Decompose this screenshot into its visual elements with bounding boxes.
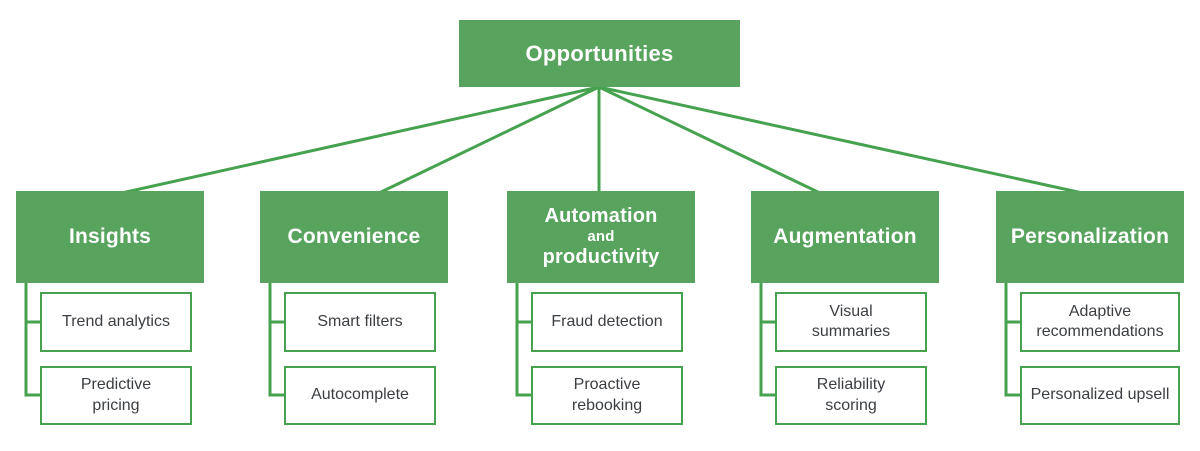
category-label: Personalization: [1010, 224, 1170, 248]
child-node-autocomplete: Autocomplete: [284, 366, 436, 425]
child-node-fraud-detection: Fraud detection: [531, 292, 683, 352]
child-node-label: Personalized upsell: [1030, 386, 1170, 404]
connector-augmentation: [759, 281, 775, 397]
child-node-label: Predictive pricing: [80, 376, 152, 414]
child-node-predictive-pricing: Predictive pricing: [40, 366, 192, 425]
connector-convenience: [268, 281, 284, 397]
child-node-personalized-upsell: Personalized upsell: [1020, 366, 1180, 425]
root-node-opportunities: Opportunities: [459, 20, 740, 87]
child-node-label: Smart filters: [317, 312, 403, 330]
category-label: Insights: [68, 224, 152, 248]
child-node-label: Trend analytics: [62, 312, 170, 330]
child-node-proactive-rebooking: Proactive rebooking: [531, 366, 683, 425]
child-node-label: Proactive rebooking: [571, 376, 643, 414]
category-node-augmentation: Augmentation: [751, 191, 939, 283]
category-node-personalization: Personalization: [996, 191, 1184, 283]
category-label: Augmentation: [773, 224, 917, 248]
category-label: Convenience: [287, 224, 421, 248]
connector-automation: [515, 281, 531, 397]
child-node-label: Autocomplete: [311, 386, 409, 404]
root-node-label: Opportunities: [525, 40, 674, 66]
category-label-line: productivity: [542, 245, 660, 268]
child-node-label: Visual summaries: [811, 302, 891, 340]
child-node-reliability-scoring: Reliability scoring: [775, 366, 927, 425]
child-node-label: Reliability scoring: [816, 376, 886, 414]
category-node-convenience: Convenience: [260, 191, 448, 283]
connector-insights: [24, 281, 40, 397]
child-node-visual-summaries: Visual summaries: [775, 292, 927, 352]
category-label-line: Automation: [544, 205, 658, 228]
child-node-label: Fraud detection: [551, 312, 663, 330]
edge-root-convenience: [376, 85, 600, 196]
edge-root-personalization: [598, 85, 1088, 196]
child-node-smart-filters: Smart filters: [284, 292, 436, 352]
child-node-label: Adaptive recommendations: [1036, 302, 1164, 340]
edge-root-augmentation: [598, 85, 823, 196]
category-label-line: and: [587, 228, 615, 246]
connector-personalization: [1004, 281, 1020, 397]
child-node-trend-analytics: Trend analytics: [40, 292, 192, 352]
edge-root-insights: [116, 85, 600, 196]
category-node-insights: Insights: [16, 191, 204, 283]
child-node-adaptive-recommendations: Adaptive recommendations: [1020, 292, 1180, 352]
category-node-automation-and-productivity: Automation and productivity: [507, 191, 695, 283]
